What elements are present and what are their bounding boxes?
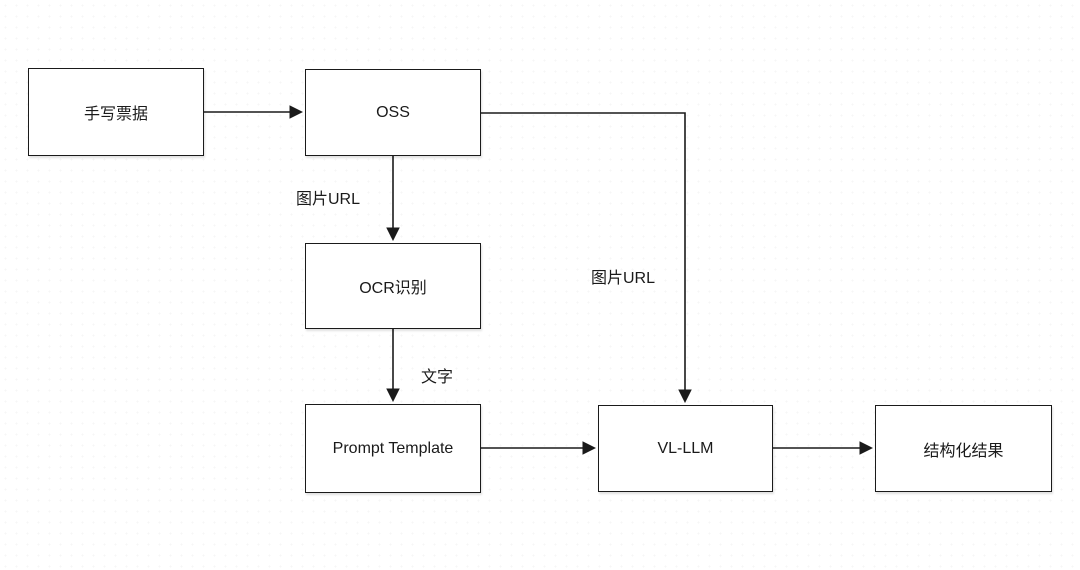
- node-structured-result: 结构化结果: [875, 405, 1052, 492]
- node-oss-label: OSS: [376, 103, 410, 121]
- node-handwritten-ticket-label: 手写票据: [83, 106, 148, 123]
- node-handwritten-ticket: 手写票据: [28, 68, 204, 156]
- edge-oss-to-vlllm: [481, 112, 692, 404]
- edge-label-text-ocr-to-prompt: 文字: [421, 369, 454, 386]
- node-prompt-template: Prompt Template: [305, 404, 481, 493]
- node-ocr: OCR识别: [305, 243, 481, 329]
- edge-label-image-url-oss-to-vlllm: 图片URL: [591, 270, 656, 287]
- node-oss: OSS: [305, 69, 481, 156]
- node-prompt-template-label: Prompt Template: [332, 439, 454, 457]
- edge-label-image-url-oss-to-ocr: 图片URL: [296, 191, 361, 208]
- node-structured-result-label: 结构化结果: [923, 442, 1004, 460]
- node-vl-llm-label: VL-LLM: [657, 439, 714, 457]
- node-ocr-label: OCR识别: [359, 280, 427, 297]
- node-vl-llm: VL-LLM: [598, 405, 773, 492]
